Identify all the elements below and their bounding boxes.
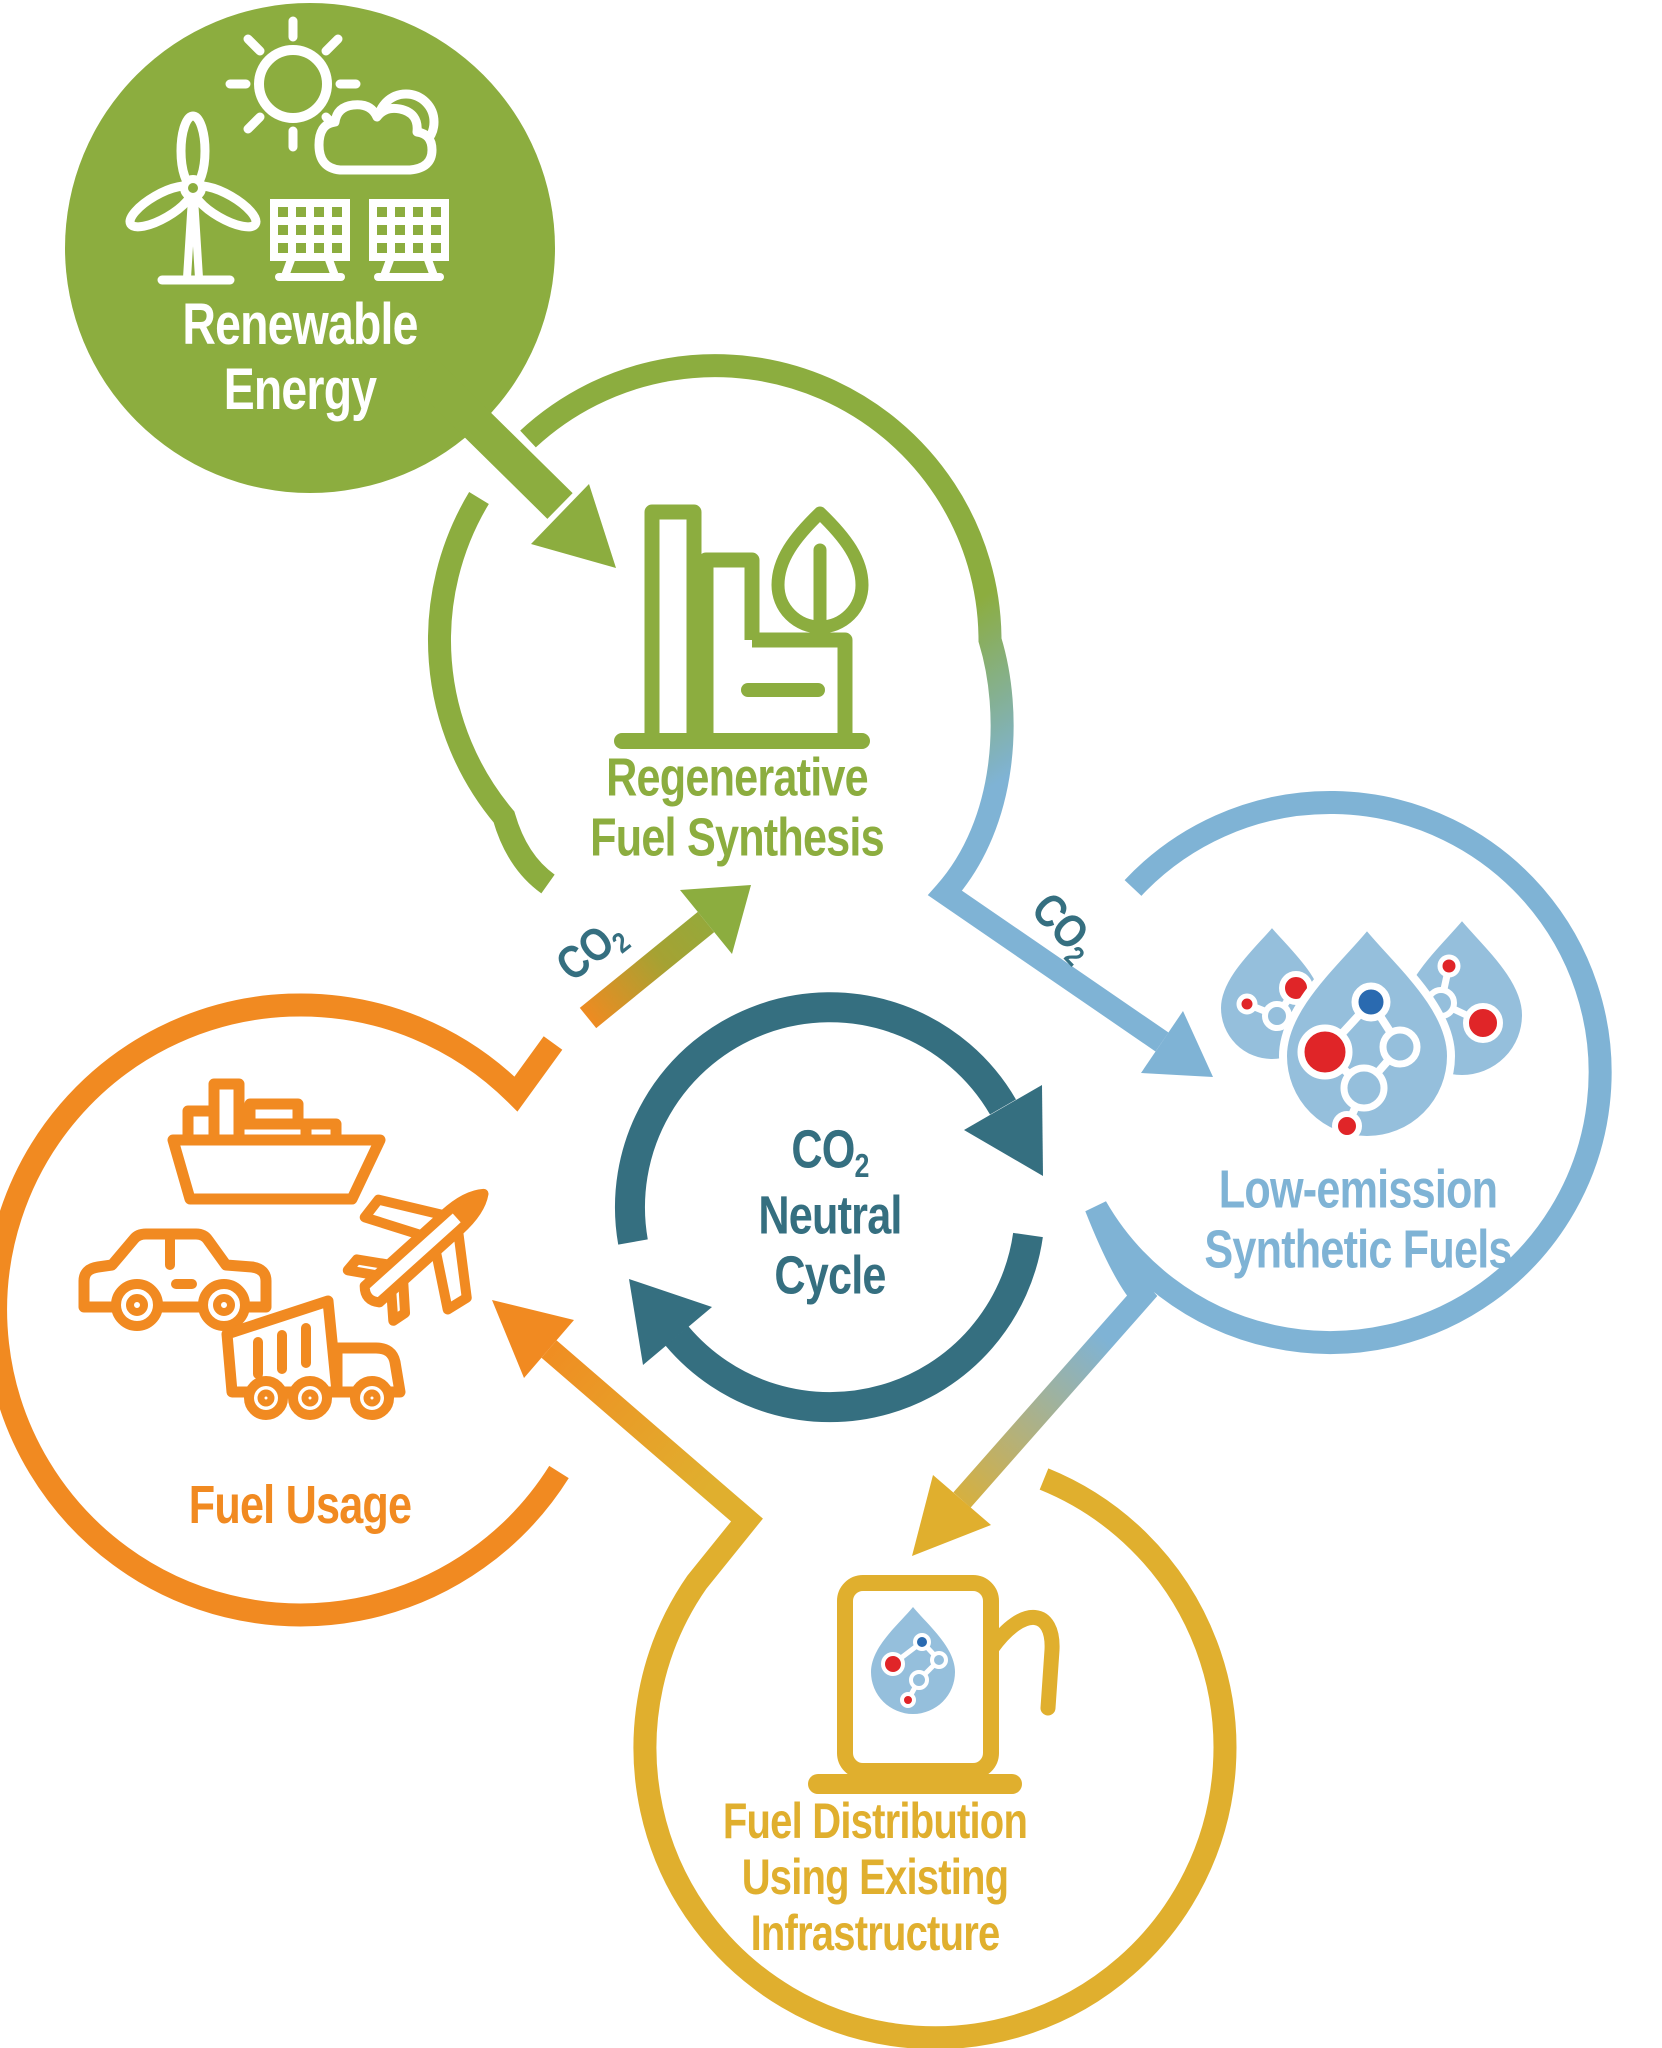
usage-to-synthesis-co2-arrow <box>579 885 751 1029</box>
car-icon <box>78 1228 272 1331</box>
wind-turbine-icon <box>125 111 261 285</box>
synthesis-circle-arc-left <box>427 492 555 894</box>
solar-panel-icon <box>270 199 350 281</box>
fuels-circle-arc <box>953 791 1612 1508</box>
fuel-pump-icon <box>808 1575 1060 1794</box>
synthesis-to-fuels-arrow-head <box>1141 1011 1213 1077</box>
distribution-circle-arc <box>541 1340 1237 2048</box>
ship-icon <box>167 1078 386 1205</box>
synthesis-circle-arc <box>520 354 1169 1052</box>
dump-truck-icon <box>221 1295 406 1420</box>
renewable-to-synthesis-arrow <box>411 359 616 568</box>
regenerative-fuel-synthesis-label: Regenerative Fuel Synthesis <box>590 747 885 868</box>
usage-circle-arc <box>0 993 569 1627</box>
fuel-usage-label: Fuel Usage <box>188 1474 412 1535</box>
recycle-arrows-icon <box>614 992 1043 1423</box>
cloud-icon <box>314 89 439 175</box>
fuel-distribution-label: Fuel Distribution Using Existing Infrast… <box>722 1793 1028 1961</box>
factory-icon <box>614 504 870 749</box>
fuel-droplets-icon <box>1212 908 1531 1144</box>
low-emission-synthetic-fuels-label: Low-emission Synthetic Fuels <box>1204 1159 1512 1280</box>
renewable-energy-label: Renewable Energy <box>182 292 418 422</box>
molecule-icon <box>1297 982 1421 1141</box>
molecule-icon <box>881 1633 948 1708</box>
distribution-to-usage-arrow-head <box>492 1300 574 1378</box>
co2-neutral-cycle-label: CO2 Neutral Cycle <box>758 1119 902 1306</box>
fuels-to-distribution-arrow-head <box>912 1475 991 1556</box>
airplane-icon <box>342 1188 489 1326</box>
leaf-icon <box>771 506 869 648</box>
solar-panel-icon-2 <box>369 199 449 281</box>
